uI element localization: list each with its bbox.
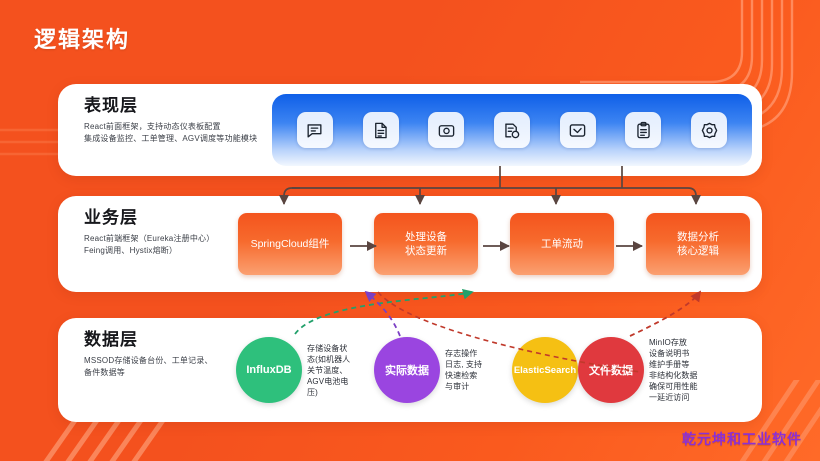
inbox-icon[interactable]: [559, 112, 596, 148]
page-title: 逻辑架构: [34, 27, 131, 52]
data-layer-desc: MSSOD存储设备台份、工单记录、 备件数据等: [84, 356, 213, 377]
presentation-layer-desc: React前面框架，支持动态仪表板配置 集成设备监控、工单管理、AGV调度等功能…: [84, 122, 258, 143]
db-circle-file-data[interactable]: 文件数据: [578, 337, 644, 403]
business-layer-card: 业务层 React前端框架（Eureka注册中心） Feing调用、Hystix…: [58, 196, 762, 292]
data-layer-card: 数据层 MSSOD存储设备台份、工单记录、 备件数据等 InfluxDB 存储设…: [58, 318, 762, 422]
db-circle-elasticsearch[interactable]: ElasticSearch: [512, 337, 578, 403]
document-icon[interactable]: [362, 112, 399, 148]
data-layer-title: 数据层: [84, 330, 138, 349]
business-layer-desc: React前端框架（Eureka注册中心） Feing调用、Hystix熔断）: [84, 234, 215, 255]
presentation-layer-head: 表现层 React前面框架，支持动态仪表板配置 集成设备监控、工单管理、AGV调…: [84, 96, 284, 145]
db-circle-influxdb[interactable]: InfluxDB: [236, 337, 302, 403]
chat-icon[interactable]: [296, 112, 333, 148]
db-note-influxdb: 存储设备状 态(如机器人 关节温度、 AGV电池电 压): [307, 343, 351, 397]
db-circle-actual-data[interactable]: 实际数据: [374, 337, 440, 403]
business-layer-title: 业务层: [84, 208, 138, 227]
db-note-actual-data: 存志操作 日志, 支持 快速检索 与审计: [445, 349, 483, 391]
business-box-device-status[interactable]: 处理设备 状态更新: [374, 213, 478, 275]
presentation-layer-card: 表现层 React前面框架，支持动态仪表板配置 集成设备监控、工单管理、AGV调…: [58, 84, 762, 176]
business-box-data-analysis[interactable]: 数据分析 核心逻辑: [646, 213, 750, 275]
presentation-icon-panel: [272, 94, 752, 166]
camera-icon[interactable]: [428, 112, 465, 148]
clipboard-icon[interactable]: [625, 112, 662, 148]
data-layer-head: 数据层 MSSOD存储设备台份、工单记录、 备件数据等: [84, 330, 284, 379]
business-box-workorder-flow[interactable]: 工单流动: [510, 213, 614, 275]
data-store-row: InfluxDB 存储设备状 态(如机器人 关节温度、 AGV电池电 压) 实际…: [236, 322, 756, 418]
gear-icon[interactable]: [691, 112, 728, 148]
business-box-row: SpringCloud组件 处理设备 状态更新 工单流动 数据分析 核心逻辑: [238, 210, 750, 278]
business-box-springcloud[interactable]: SpringCloud组件: [238, 213, 342, 275]
brand-logo-text: 乾元坤和工业软件: [682, 431, 802, 447]
db-note-file-data: MinIO存放 设备说明书 维护手册等 非结构化数据 确保可用性能 一延近访问: [649, 338, 698, 402]
presentation-layer-title: 表现层: [84, 96, 138, 115]
document-clock-icon[interactable]: [493, 112, 530, 148]
business-layer-head: 业务层 React前端框架（Eureka注册中心） Feing调用、Hystix…: [84, 208, 284, 257]
